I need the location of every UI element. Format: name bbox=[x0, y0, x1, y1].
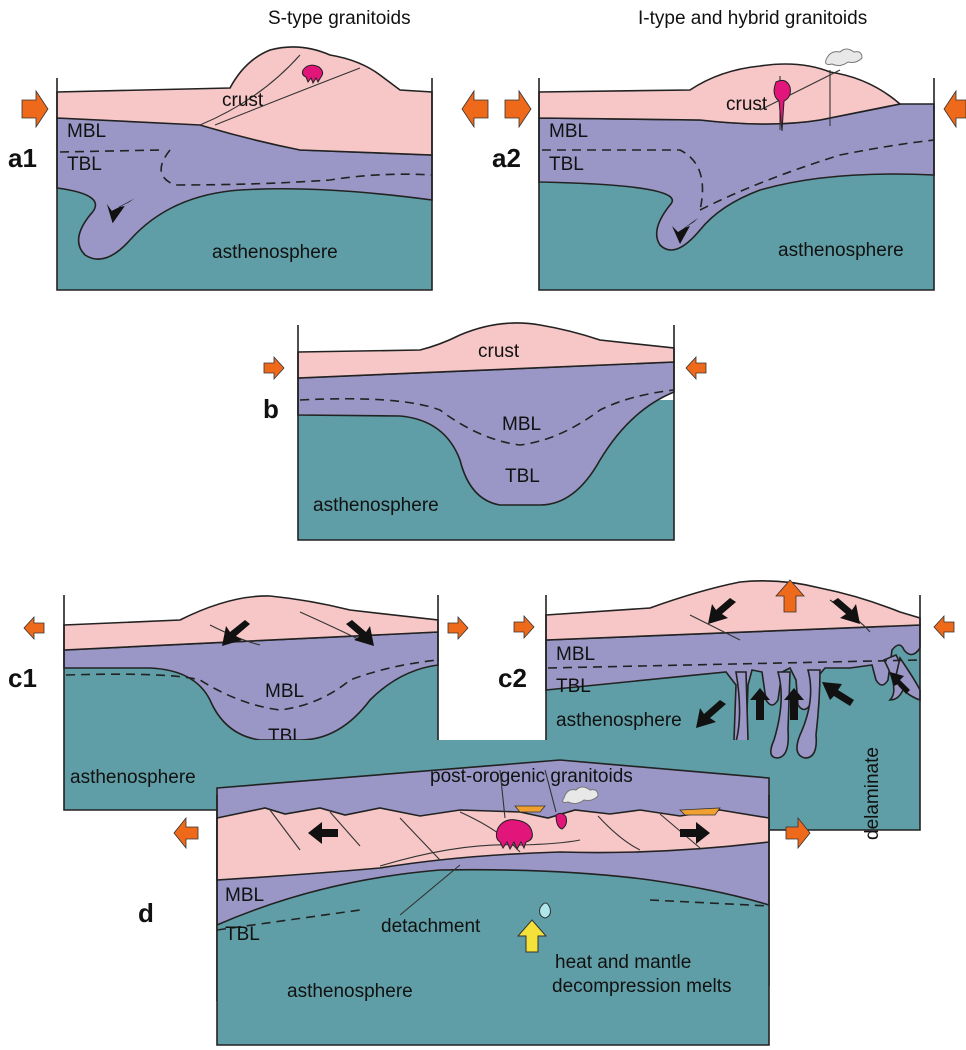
b-compression-arrow-left bbox=[264, 357, 284, 379]
a2-asthenosphere-label: asthenosphere bbox=[778, 240, 904, 261]
c2-panel-tag: c2 bbox=[498, 663, 527, 693]
panel-b: crust MBL TBL asthenosphere b bbox=[263, 323, 706, 540]
d-heat-label-1: heat and mantle bbox=[555, 952, 691, 973]
a1-tbl-label: TBL bbox=[67, 154, 102, 175]
a1-asthenosphere-label: asthenosphere bbox=[212, 242, 338, 263]
a2-tbl-label: TBL bbox=[549, 154, 584, 175]
a1-compression-arrow-right bbox=[462, 91, 488, 127]
a1-panel-tag: a1 bbox=[8, 143, 37, 173]
c2-compression-arrow-left bbox=[514, 616, 534, 638]
b-mbl-label: MBL bbox=[502, 414, 541, 435]
a2-crust-layer bbox=[539, 64, 900, 124]
b-asthenosphere-label: asthenosphere bbox=[313, 495, 439, 516]
a1-compression-arrow-left bbox=[22, 91, 48, 127]
a1-crust-label: crust bbox=[222, 90, 264, 111]
a2-crust-label: crust bbox=[726, 94, 768, 115]
c1-asthenosphere-label: asthenosphere bbox=[70, 767, 196, 788]
b-tbl-label: TBL bbox=[505, 466, 540, 487]
c2-tbl-label: TBL bbox=[556, 676, 591, 697]
panel-d: post-orogenic granitoids MBL TBL detachm… bbox=[138, 740, 810, 1045]
panel-a2: I-type and hybrid granitoids crust MBL T… bbox=[492, 8, 966, 290]
a1-title: S-type granitoids bbox=[268, 8, 411, 29]
panel-a1: S-type granitoids crust MBL TBL asthenos… bbox=[8, 8, 488, 290]
c2-delaminate-label: delaminate bbox=[862, 747, 883, 840]
d-heat-label-2: decompression melts bbox=[552, 976, 732, 997]
c1-extension-arrow-left bbox=[24, 617, 44, 639]
a1-mbl-label: MBL bbox=[67, 121, 106, 142]
a2-compression-arrow-right bbox=[944, 91, 966, 127]
c2-asthenosphere-label: asthenosphere bbox=[556, 710, 682, 731]
c1-panel-tag: c1 bbox=[8, 663, 37, 693]
b-panel-tag: b bbox=[263, 394, 279, 424]
a2-panel-tag: a2 bbox=[492, 143, 521, 173]
d-detachment-label: detachment bbox=[381, 916, 481, 937]
d-title: post-orogenic granitoids bbox=[430, 766, 633, 787]
c2-mbl-label: MBL bbox=[556, 644, 595, 665]
c1-mbl-label: MBL bbox=[265, 681, 304, 702]
d-tbl-label: TBL bbox=[225, 924, 260, 945]
a2-title: I-type and hybrid granitoids bbox=[638, 8, 867, 29]
c2-compression-arrow-right bbox=[934, 616, 954, 638]
a2-mbl-label: MBL bbox=[549, 121, 588, 142]
b-crust-label: crust bbox=[478, 341, 520, 362]
d-extension-arrow-left bbox=[174, 818, 198, 848]
d-mbl-label: MBL bbox=[225, 885, 264, 906]
d-panel-tag: d bbox=[138, 898, 154, 928]
b-compression-arrow-right bbox=[686, 357, 706, 379]
a2-volcanic-plume bbox=[826, 49, 862, 66]
a2-compression-arrow-left bbox=[505, 91, 531, 127]
d-asthenosphere-label: asthenosphere bbox=[287, 981, 413, 1002]
c1-extension-arrow-right bbox=[448, 617, 468, 639]
